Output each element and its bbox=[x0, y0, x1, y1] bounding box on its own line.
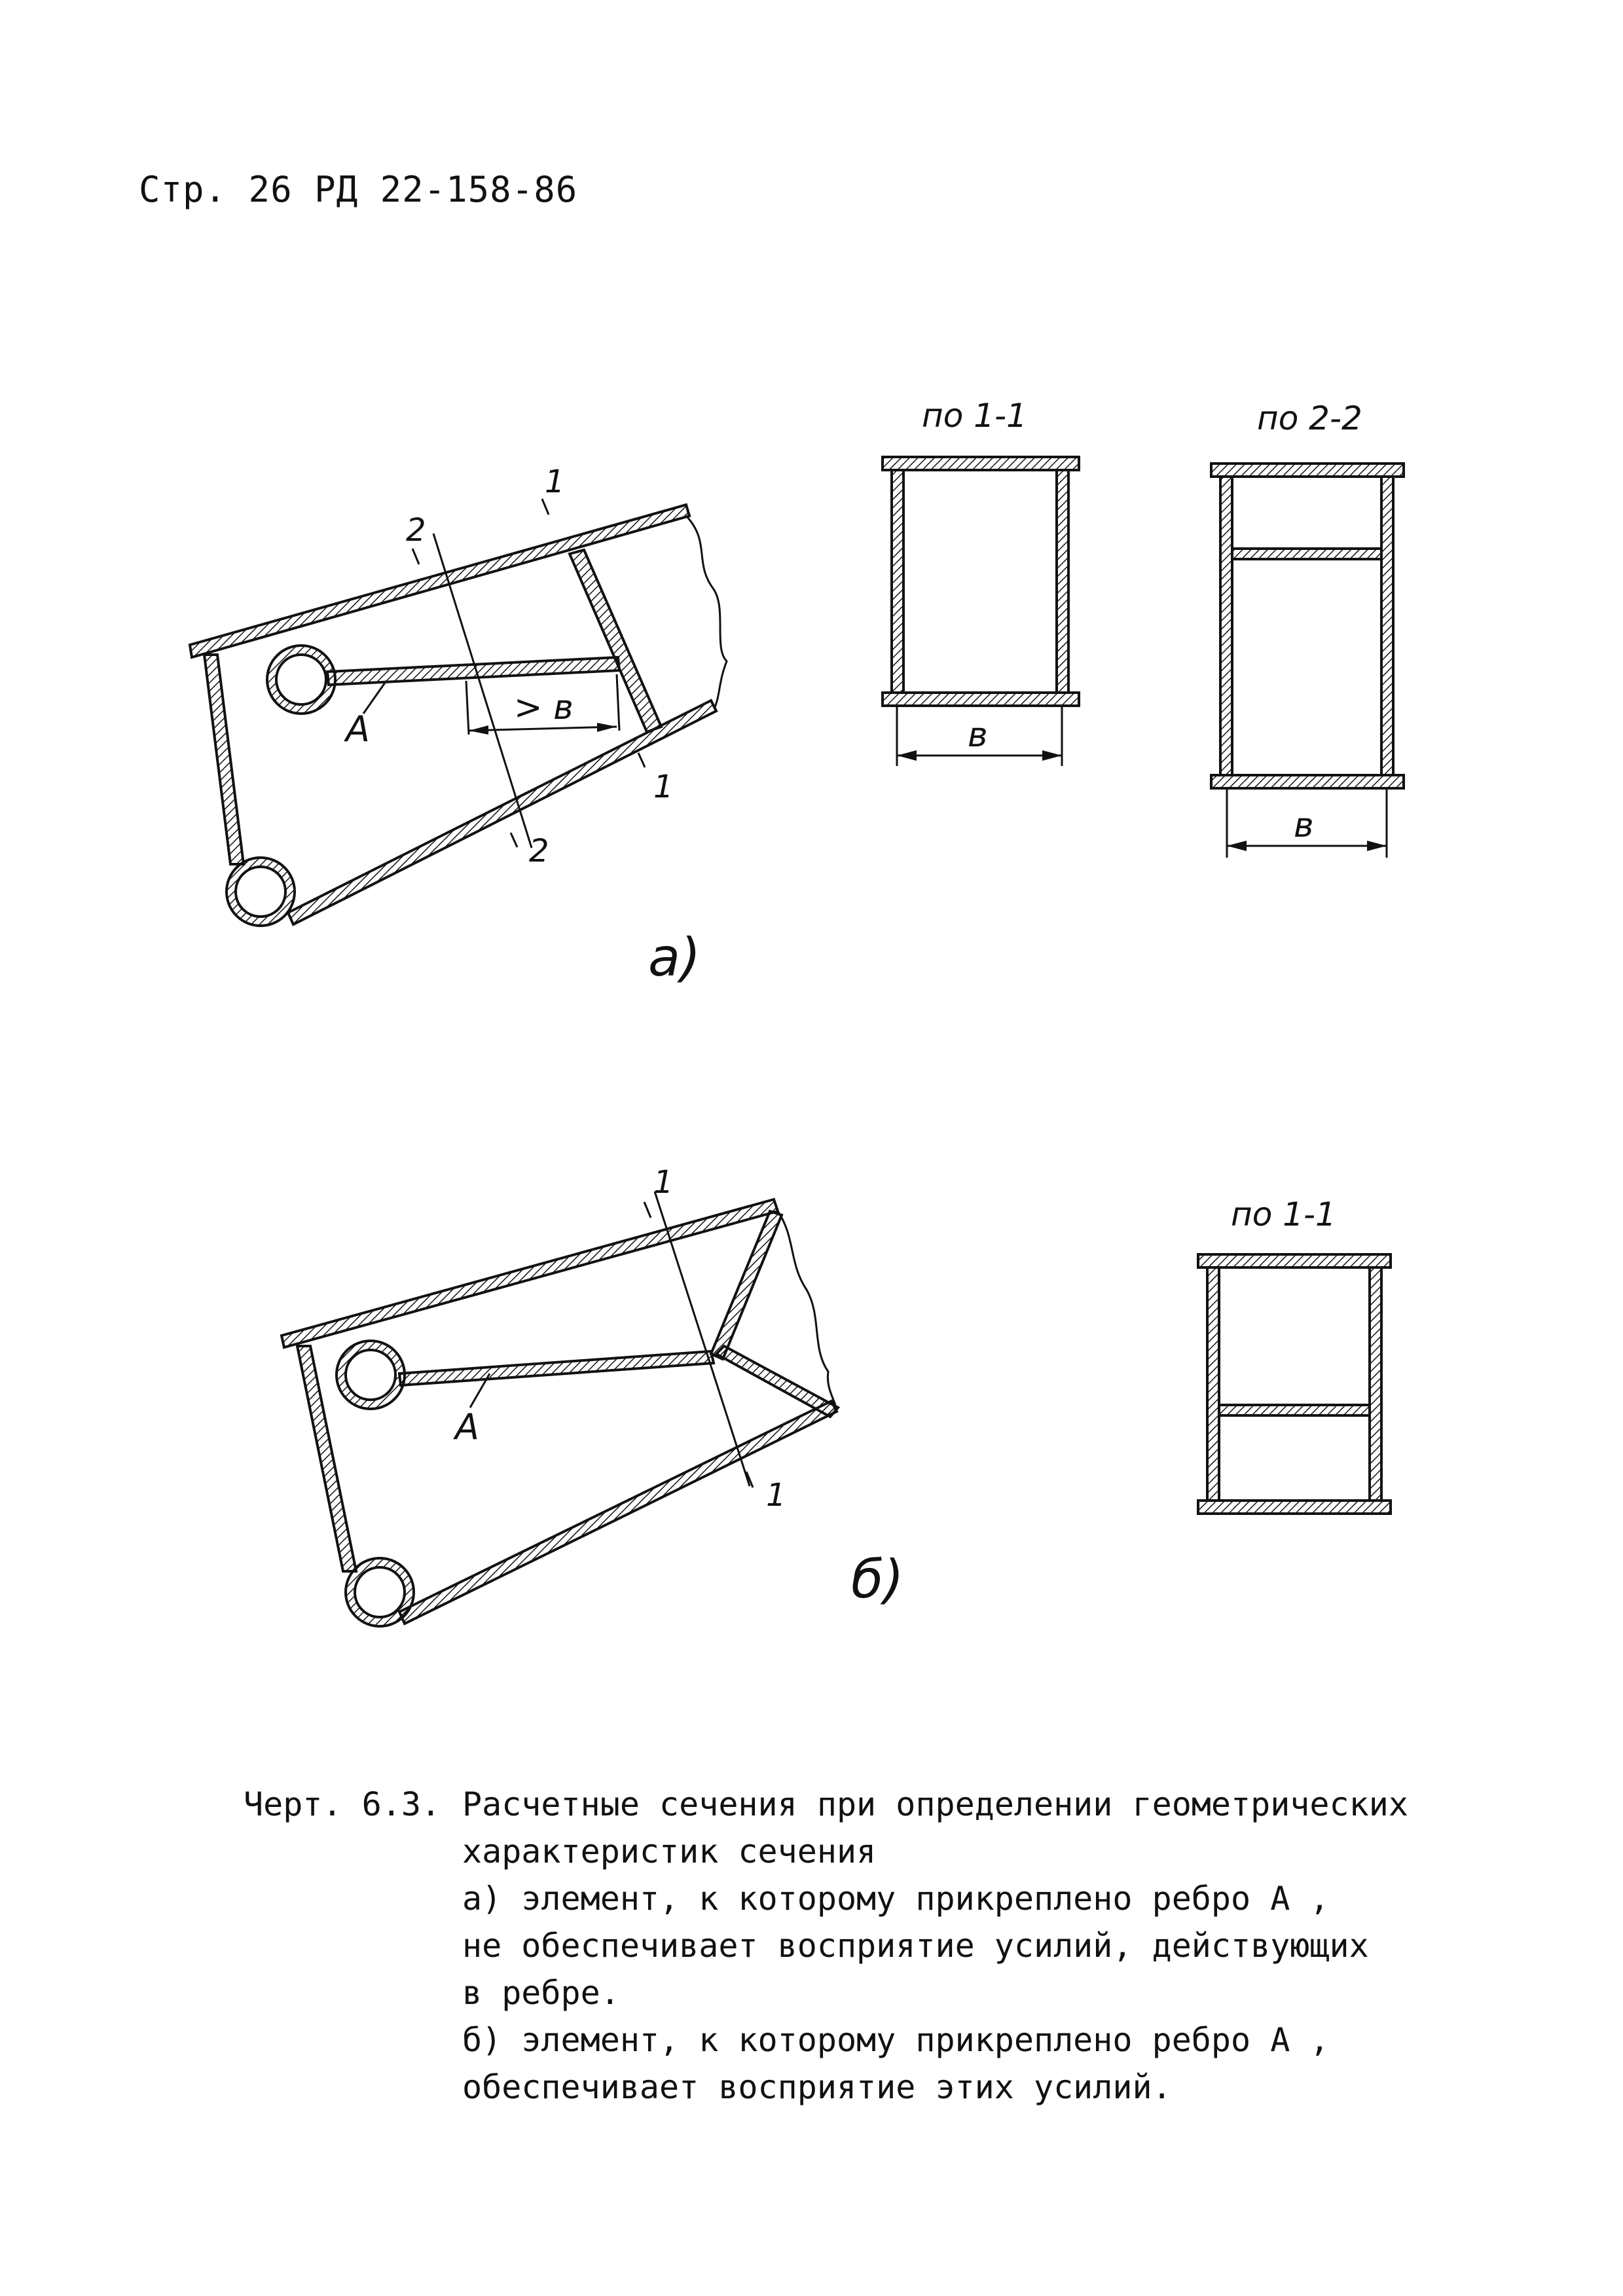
caption-line-4: не обеспечивает восприятие усилий, дейст… bbox=[462, 1927, 1369, 1965]
v-diaphragm-upper-b bbox=[709, 1209, 784, 1361]
caption-line-2: характеристик сечения bbox=[462, 1832, 877, 1870]
bottom-chord-a bbox=[286, 699, 718, 926]
section-line-1-1-b bbox=[653, 1191, 751, 1487]
section-mark-2-bottom: 2 bbox=[529, 833, 549, 869]
section-1-1-b-title: по 1-1 bbox=[1231, 1195, 1336, 1233]
panel-label-a: а) bbox=[648, 927, 701, 988]
section-2-2-a-title: по 2-2 bbox=[1257, 399, 1362, 437]
caption-line-1: Расчетные сечения при определении геомет… bbox=[462, 1785, 1408, 1823]
break-line-b bbox=[776, 1211, 837, 1406]
section-tick-2-top bbox=[411, 548, 420, 565]
figure-a-main-view: A > в 1 1 2 2 а) bbox=[188, 464, 728, 988]
caption-prefix: Черт. 6.3. bbox=[244, 1785, 441, 1823]
section-mark-b-top: 1 bbox=[653, 1164, 674, 1201]
section-mark-1-top: 1 bbox=[545, 464, 565, 500]
section-1-1-a: по 1-1 в bbox=[881, 397, 1080, 766]
label-dim-gt-b: > в bbox=[514, 688, 574, 727]
label-dim-b-1: в bbox=[968, 716, 988, 755]
break-line-a bbox=[686, 517, 728, 708]
label-dim-b-2: в bbox=[1294, 806, 1314, 845]
section-tick-1-bottom bbox=[637, 752, 646, 768]
figure-b-main-view: A 1 1 б) bbox=[280, 1164, 904, 1628]
section-mark-2-top: 2 bbox=[406, 512, 426, 549]
section-1-1-a-title: по 1-1 bbox=[922, 397, 1027, 435]
section-mark-1-bottom: 1 bbox=[653, 769, 674, 805]
dim-line-gt-b bbox=[468, 725, 617, 732]
section-tick-1-top bbox=[541, 498, 550, 515]
top-chord-a bbox=[188, 503, 691, 659]
section-mark-b-bottom: 1 bbox=[766, 1477, 786, 1514]
section-1-1-b: по 1-1 bbox=[1197, 1195, 1392, 1515]
bottom-chord-b bbox=[397, 1399, 839, 1626]
section-2-2-a: по 2-2 в bbox=[1210, 399, 1405, 858]
label-rib-a-1: A bbox=[344, 708, 370, 750]
left-wall-a bbox=[202, 653, 246, 866]
v-diaphragm-lower-b bbox=[714, 1344, 841, 1419]
section-tick-2-bottom bbox=[509, 832, 519, 848]
page-header: Стр. 26 РД 22-158-86 bbox=[139, 169, 578, 210]
caption-line-7: обеспечивает восприятие этих усилий. bbox=[462, 2068, 1172, 2106]
caption-line-6: б) элемент, к которому прикреплено ребро… bbox=[462, 2021, 1330, 2059]
rib-b bbox=[397, 1349, 716, 1387]
section-line-2-2 bbox=[432, 533, 533, 848]
figure-caption: Черт. 6.3. Расчетные сечения при определе… bbox=[244, 1781, 1527, 2111]
panel-label-b: б) bbox=[851, 1549, 904, 1610]
label-rib-a-2: A bbox=[453, 1406, 479, 1448]
caption-line-5: в ребре. bbox=[462, 1974, 620, 2012]
top-chord-b bbox=[280, 1197, 780, 1349]
caption-line-3: а) элемент, к которому прикреплено ребро… bbox=[462, 1880, 1330, 1918]
diaphragm-a bbox=[568, 548, 663, 734]
